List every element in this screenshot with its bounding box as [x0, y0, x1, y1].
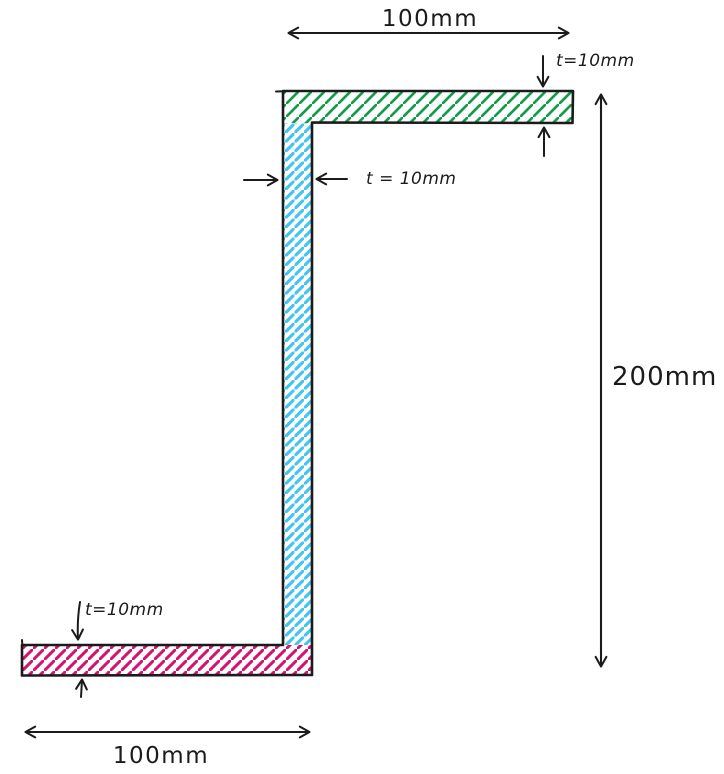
section-outline [20, 89, 575, 677]
height-label: 200mm [612, 362, 717, 392]
top-flange-thickness-dimension: t=10mm [536, 51, 635, 157]
web-thickness-dimension: t = 10mm [243, 169, 456, 189]
bottom-flange-thickness-arrow-down [71, 601, 84, 641]
bottom-width-label: 100mm [113, 743, 209, 769]
top-flange-thickness-label: t=10mm [556, 51, 635, 71]
bottom-flange-thickness-label: t=10mm [85, 600, 164, 620]
bottom-flange-thickness-arrow-up [75, 678, 88, 698]
bottom-flange-thickness-dimension: t=10mm [71, 600, 164, 698]
height-dimension: 200mm [594, 93, 717, 668]
top-flange [283, 91, 573, 123]
top-width-label: 100mm [382, 6, 478, 32]
bottom-width-dimension: 100mm [24, 725, 311, 769]
web-thickness-label: t = 10mm [366, 169, 456, 189]
top-width-dimension: 100mm [287, 6, 570, 40]
bottom-flange [22, 645, 312, 675]
web [283, 123, 312, 645]
